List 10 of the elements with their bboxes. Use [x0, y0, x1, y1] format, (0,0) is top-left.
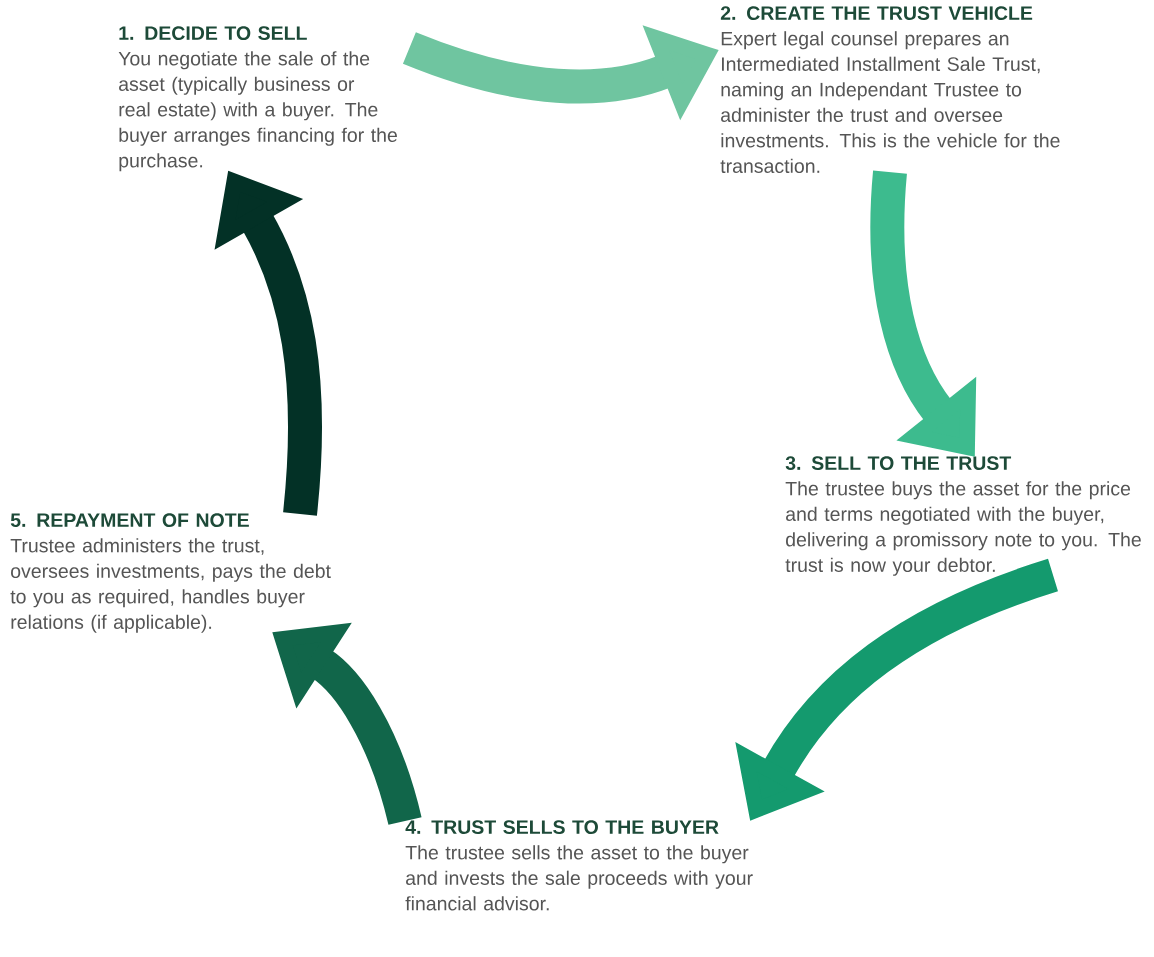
step-heading: 2. CREATE THE TRUST VEHICLE	[720, 6, 1033, 20]
step-heading: 1. DECIDE TO SELL	[119, 26, 307, 40]
step-heading: 3. SELL TO THE TRUST	[785, 456, 1012, 471]
step-description: The trustee sells the asset to the buyer and invests the sale proceeds with your financial advisor.	[405, 845, 753, 911]
step-description: You negotiate the sale of the asset (typically business or real estate) with a buyer. The buyer arranges financing for the purchase.	[118, 51, 397, 172]
step-heading: 4. TRUST SELLS TO THE BUYER	[405, 820, 719, 834]
step-heading: 5. REPAYMENT OF NOTE	[10, 513, 249, 527]
step-description: Expert legal counsel prepares an Intermediated Installment Sale Trust, naming an Independant Trustee to administer the trust and oversee investments. This is the vehicle for the transaction.	[720, 31, 1060, 173]
step-description: Trustee administers the trust, oversees investments, pays the debt to you as required, handles buyer relations (if applicable).	[10, 538, 331, 633]
step-description: The trustee buys the asset for the price and terms negotiated with the buyer, delivering a promissory note to you. The trust is now your debtor.	[785, 481, 1141, 576]
